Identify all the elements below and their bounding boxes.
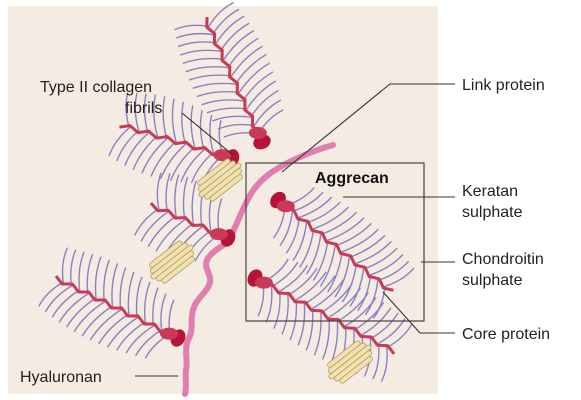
chondroitin-label-line1: Chondroitin — [462, 251, 544, 268]
core-protein-head — [249, 127, 267, 139]
hyaluronan-label: Hyaluronan — [20, 369, 102, 386]
core-protein-head — [210, 228, 228, 240]
keratan-label-line1: Keratan — [462, 183, 518, 200]
chondroitin-label-line2: sulphate — [462, 272, 523, 289]
collagen-label-line2: fibrils — [125, 100, 162, 117]
core-protein-head — [255, 277, 273, 289]
core-protein-head — [160, 328, 178, 340]
collagen-label-line1: Type II collagen — [40, 79, 152, 96]
keratan-label-line2: sulphate — [462, 204, 523, 221]
aggrecan-label: Aggrecan — [315, 170, 389, 187]
link-protein-label: Link protein — [462, 77, 545, 94]
core-protein-head — [277, 200, 295, 212]
core-protein-label: Core protein — [462, 326, 550, 343]
background-panel — [8, 6, 438, 394]
